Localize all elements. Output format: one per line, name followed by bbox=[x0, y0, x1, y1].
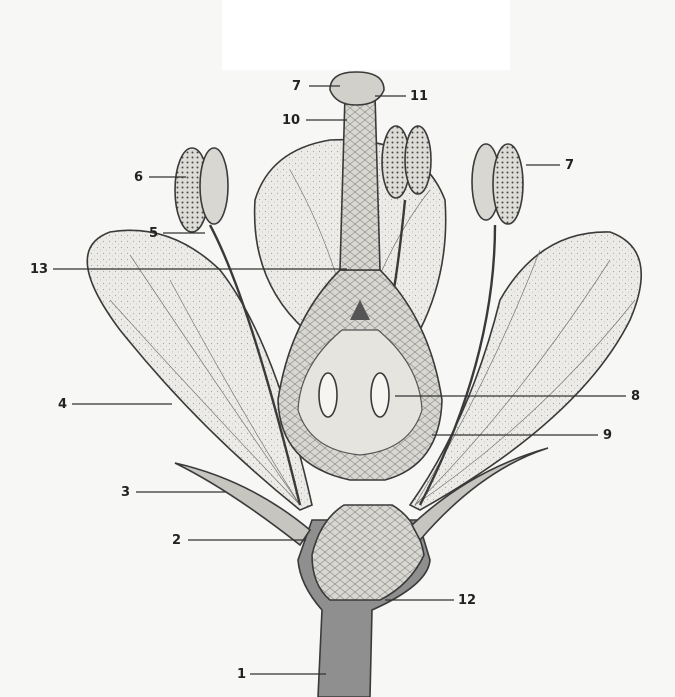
label-5: 5 bbox=[149, 226, 158, 241]
label-7-right: 7 bbox=[565, 158, 574, 173]
label-4: 4 bbox=[58, 397, 67, 412]
label-9: 9 bbox=[603, 428, 612, 443]
label-6: 6 bbox=[134, 170, 143, 185]
label-10: 10 bbox=[282, 113, 300, 128]
label-3: 3 bbox=[121, 485, 130, 500]
label-11: 11 bbox=[410, 89, 428, 104]
label-2: 2 bbox=[172, 533, 181, 548]
label-1: 1 bbox=[237, 667, 246, 682]
label-8: 8 bbox=[631, 389, 640, 404]
label-13: 13 bbox=[30, 262, 48, 277]
label-12: 12 bbox=[458, 593, 476, 608]
label-7-left: 7 bbox=[292, 79, 301, 94]
